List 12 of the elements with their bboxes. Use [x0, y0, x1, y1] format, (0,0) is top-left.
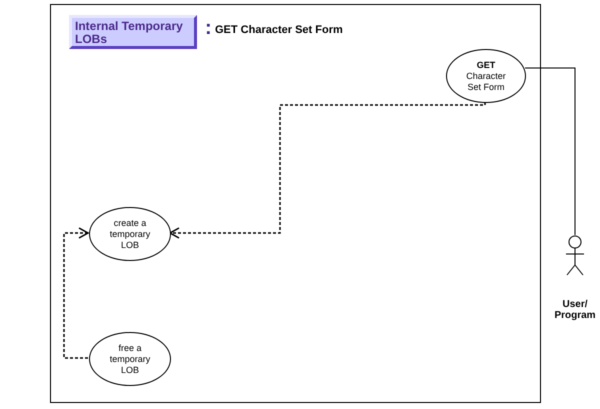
separator-label: : [205, 16, 212, 40]
arrow [63, 227, 89, 359]
node-text: create a temporary LOB [108, 218, 152, 250]
node-text: GET Character Set Form [465, 60, 507, 92]
node-text: free a temporary LOB [108, 342, 152, 376]
arrow [169, 102, 486, 239]
diagram-title: GET Character Set Form [215, 24, 343, 37]
node-text: Internal Temporary LOBs [75, 20, 184, 46]
system-boundary [50, 4, 541, 403]
title-tab [69, 15, 197, 49]
actor-label: User/ Program [553, 299, 597, 321]
association-line [524, 68, 576, 236]
